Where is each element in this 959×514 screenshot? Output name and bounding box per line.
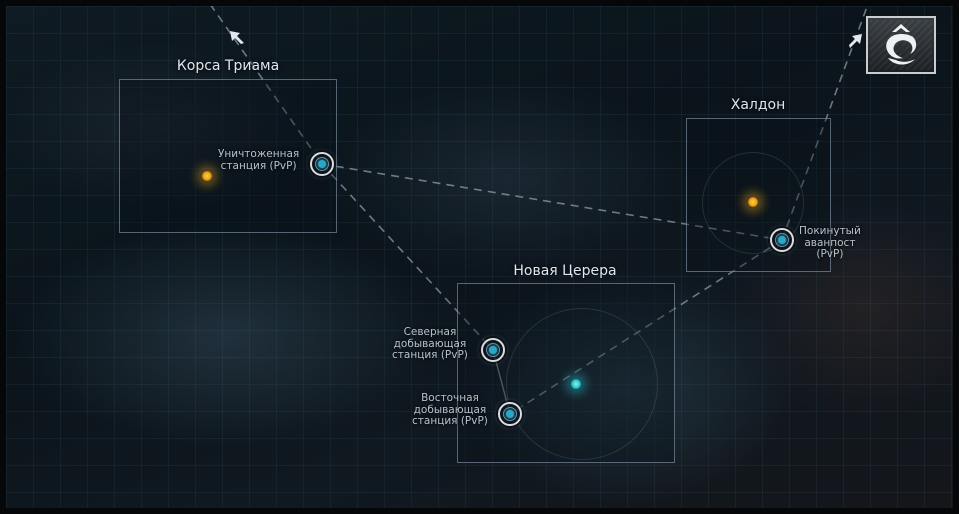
- station-label: Уничтоженная станция (PvP): [218, 148, 300, 172]
- station-label: Восточная добывающая станция (PvP): [412, 392, 488, 427]
- region-title: Корса Триама: [176, 58, 280, 74]
- faction-emblem-icon: [886, 24, 917, 65]
- orbit-ring: [702, 152, 804, 254]
- station-north-mining-pvp[interactable]: [481, 338, 505, 362]
- star-korsa: [201, 170, 213, 182]
- ship-arrow-icon[interactable]: [228, 28, 246, 50]
- station-label: Покинутый аванпост (PvP): [799, 225, 861, 260]
- ship-arrow-icon[interactable]: [847, 32, 865, 54]
- region-title: Новая Церера: [513, 263, 617, 279]
- star-map: Корса Триама Уничтоженная станция (PvP) …: [6, 6, 953, 509]
- route-exit-to-korsa: [210, 6, 323, 165]
- station-destroyed-pvp[interactable]: [310, 152, 334, 176]
- route-korsa-to-ceres-north: [321, 163, 494, 351]
- station-east-mining-pvp[interactable]: [498, 402, 522, 426]
- star-khaldon: [747, 196, 759, 208]
- station-label: Северная добывающая станция (PvP): [392, 326, 468, 361]
- region-title: Халдон: [730, 97, 786, 113]
- route-korsa-to-khaldon: [321, 163, 783, 241]
- menu-button[interactable]: [866, 16, 936, 74]
- orbit-ring: [506, 308, 658, 460]
- region-korsa-triama[interactable]: [119, 79, 337, 233]
- station-abandoned-outpost-pvp[interactable]: [770, 228, 794, 252]
- star-new-ceres: [570, 378, 582, 390]
